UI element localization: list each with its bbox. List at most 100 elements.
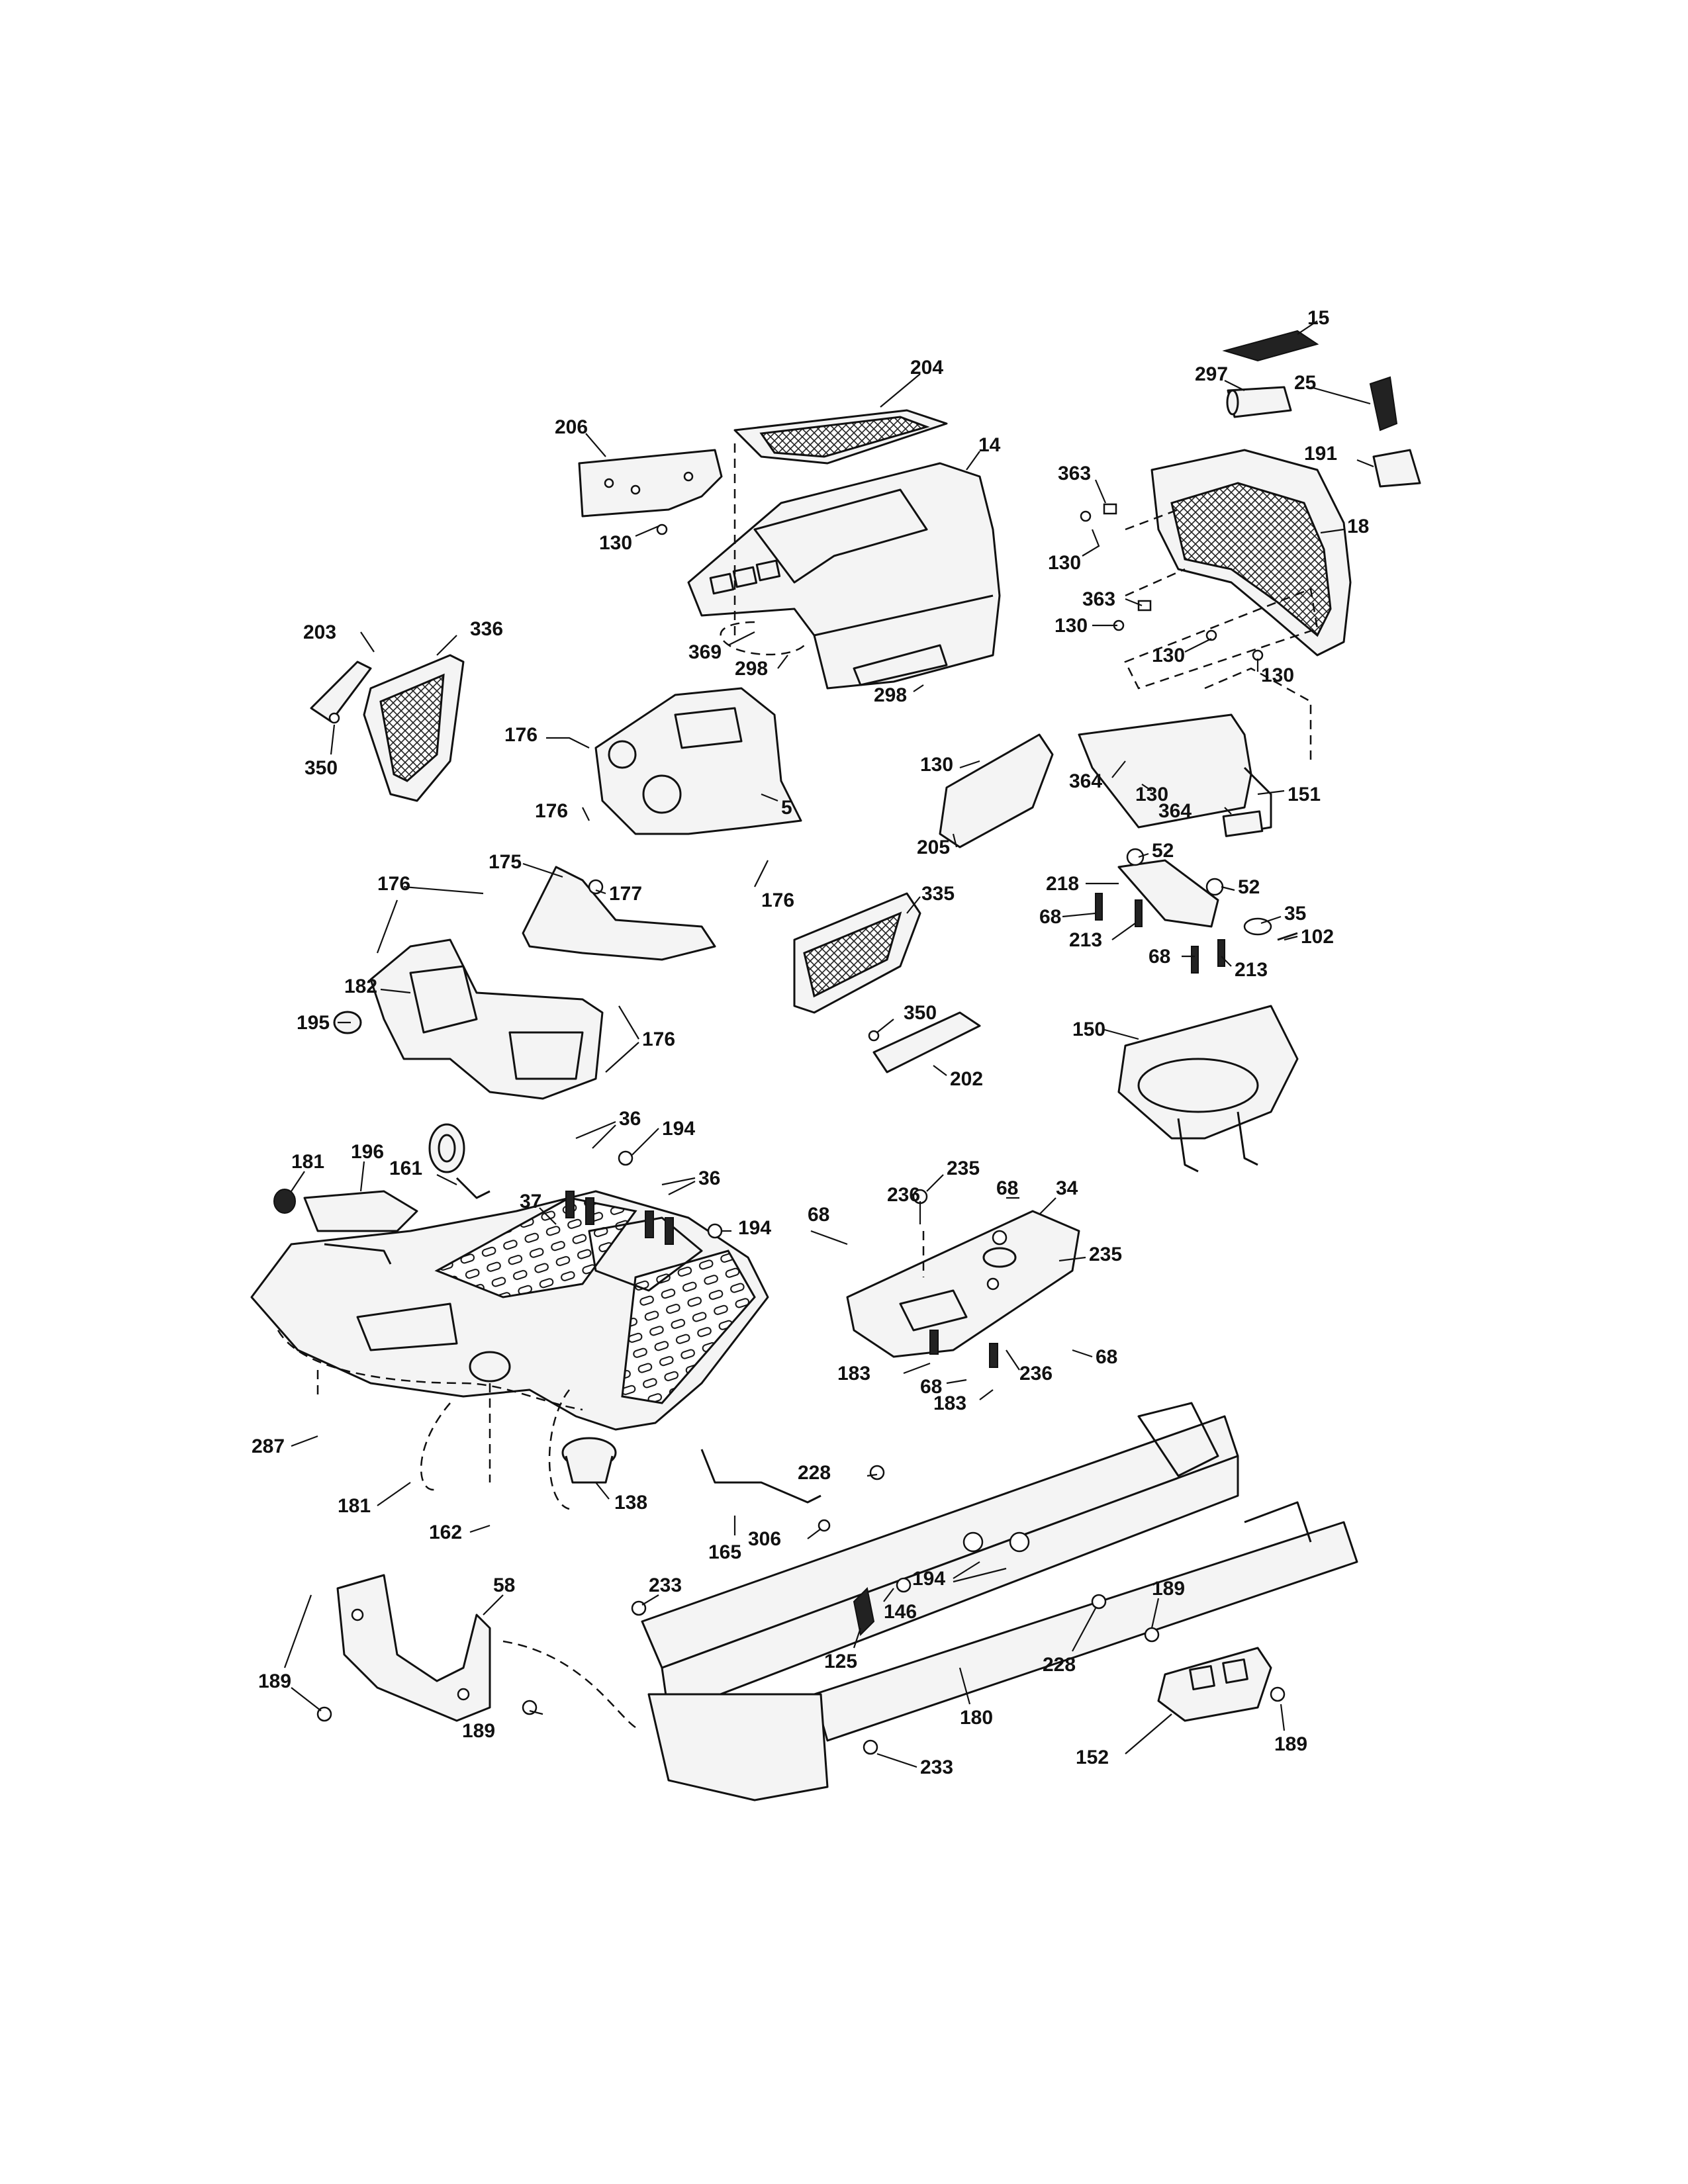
callout-363: 363 <box>1058 463 1091 484</box>
callout-68: 68 <box>996 1177 1018 1199</box>
callout-194: 194 <box>738 1217 771 1239</box>
callout-228: 228 <box>798 1462 831 1484</box>
guard-152 <box>1157 1647 1272 1722</box>
side-bracket-203 <box>310 660 372 724</box>
callout-138: 138 <box>614 1492 647 1514</box>
callout-34: 34 <box>1056 1177 1078 1199</box>
callout-195: 195 <box>297 1012 330 1034</box>
callout-189: 189 <box>462 1720 495 1742</box>
callout-176: 176 <box>761 889 794 911</box>
boot-138 <box>561 1437 617 1484</box>
callout-298: 298 <box>874 684 907 706</box>
bracket-58 <box>336 1574 636 1729</box>
fuel-tank-shroud-150 <box>1117 1005 1299 1173</box>
callout-182: 182 <box>344 976 377 997</box>
callout-161: 161 <box>389 1158 422 1179</box>
callout-369: 369 <box>688 641 722 663</box>
callout-68: 68 <box>1149 946 1170 968</box>
callout-181: 181 <box>291 1151 324 1173</box>
headlight-191 <box>1372 449 1421 488</box>
grommet-161 <box>428 1123 491 1199</box>
callout-130: 130 <box>1152 645 1185 666</box>
callout-228: 228 <box>1043 1654 1076 1676</box>
callout-363: 363 <box>1082 588 1115 610</box>
callout-233: 233 <box>920 1756 953 1778</box>
dash-panel-5 <box>594 687 802 835</box>
fasteners-36-194 <box>565 1150 723 1245</box>
callout-181: 181 <box>338 1495 371 1517</box>
callout-52: 52 <box>1238 876 1260 898</box>
callout-176: 176 <box>377 873 410 895</box>
bracket-364-151 <box>1078 713 1272 837</box>
callout-196: 196 <box>351 1141 384 1163</box>
dashed-assembly-lines-mid <box>316 1231 925 1510</box>
callout-364: 364 <box>1069 770 1102 792</box>
lens-297 <box>1226 386 1292 418</box>
front-dash-182 <box>333 938 604 1100</box>
callout-194: 194 <box>912 1568 945 1590</box>
callout-335: 335 <box>921 883 955 905</box>
callout-152: 152 <box>1076 1747 1109 1768</box>
callout-176: 176 <box>504 724 538 746</box>
callout-5: 5 <box>781 797 792 819</box>
callout-176: 176 <box>642 1028 675 1050</box>
callout-189: 189 <box>258 1670 291 1692</box>
trim-202 <box>868 1011 981 1073</box>
callout-306: 306 <box>748 1528 781 1550</box>
callout-191: 191 <box>1304 443 1337 465</box>
callout-183: 183 <box>837 1363 870 1385</box>
seat-badge-196 <box>273 1189 418 1265</box>
dashed-assembly-lines-top <box>720 443 1319 761</box>
callout-18: 18 <box>1347 516 1369 537</box>
callout-162: 162 <box>429 1522 462 1543</box>
callout-130: 130 <box>599 532 632 554</box>
callout-25: 25 <box>1294 372 1316 394</box>
callout-52: 52 <box>1152 840 1174 862</box>
callout-102: 102 <box>1301 926 1334 948</box>
callout-130: 130 <box>1048 552 1081 574</box>
callout-177: 177 <box>609 883 642 905</box>
callout-150: 150 <box>1072 1019 1105 1040</box>
callout-175: 175 <box>489 851 522 873</box>
callout-336: 336 <box>470 618 503 640</box>
callout-146: 146 <box>884 1601 917 1623</box>
rod-165 <box>700 1449 831 1532</box>
grille-housing-18 <box>1150 449 1352 657</box>
emblem-25 <box>1369 376 1398 432</box>
callout-15: 15 <box>1307 307 1329 329</box>
callout-130: 130 <box>920 754 953 776</box>
callout-130: 130 <box>1261 664 1294 686</box>
steering-bracket-175 <box>522 866 716 961</box>
callout-205: 205 <box>917 837 950 858</box>
callout-36: 36 <box>619 1108 641 1130</box>
callout-203: 203 <box>303 621 336 643</box>
callout-235: 235 <box>1089 1244 1122 1265</box>
callout-183: 183 <box>933 1392 966 1414</box>
callout-194: 194 <box>662 1118 695 1140</box>
callout-350: 350 <box>904 1002 937 1024</box>
callout-165: 165 <box>708 1541 741 1563</box>
callout-58: 58 <box>493 1574 515 1596</box>
callout-206: 206 <box>555 416 588 438</box>
mount-plate-34 <box>846 1189 1080 1368</box>
callout-287: 287 <box>252 1435 285 1457</box>
side-screen-335 <box>793 892 921 1014</box>
side-screen-336 <box>363 654 465 802</box>
callout-298: 298 <box>735 658 768 680</box>
callout-236: 236 <box>1019 1363 1053 1385</box>
callout-68: 68 <box>1039 906 1061 928</box>
callout-297: 297 <box>1195 363 1228 385</box>
callout-213: 213 <box>1235 959 1268 981</box>
callout-202: 202 <box>950 1068 983 1090</box>
air-grille-204 <box>733 409 948 465</box>
emblem-15 <box>1222 330 1319 362</box>
callout-130: 130 <box>1055 615 1088 637</box>
callout-204: 204 <box>910 357 943 379</box>
fasteners-130-top <box>656 503 1264 661</box>
callout-176: 176 <box>535 800 568 822</box>
callout-213: 213 <box>1069 929 1102 951</box>
callout-68: 68 <box>1096 1346 1117 1368</box>
callout-180: 180 <box>960 1707 993 1729</box>
callout-151: 151 <box>1288 784 1321 805</box>
